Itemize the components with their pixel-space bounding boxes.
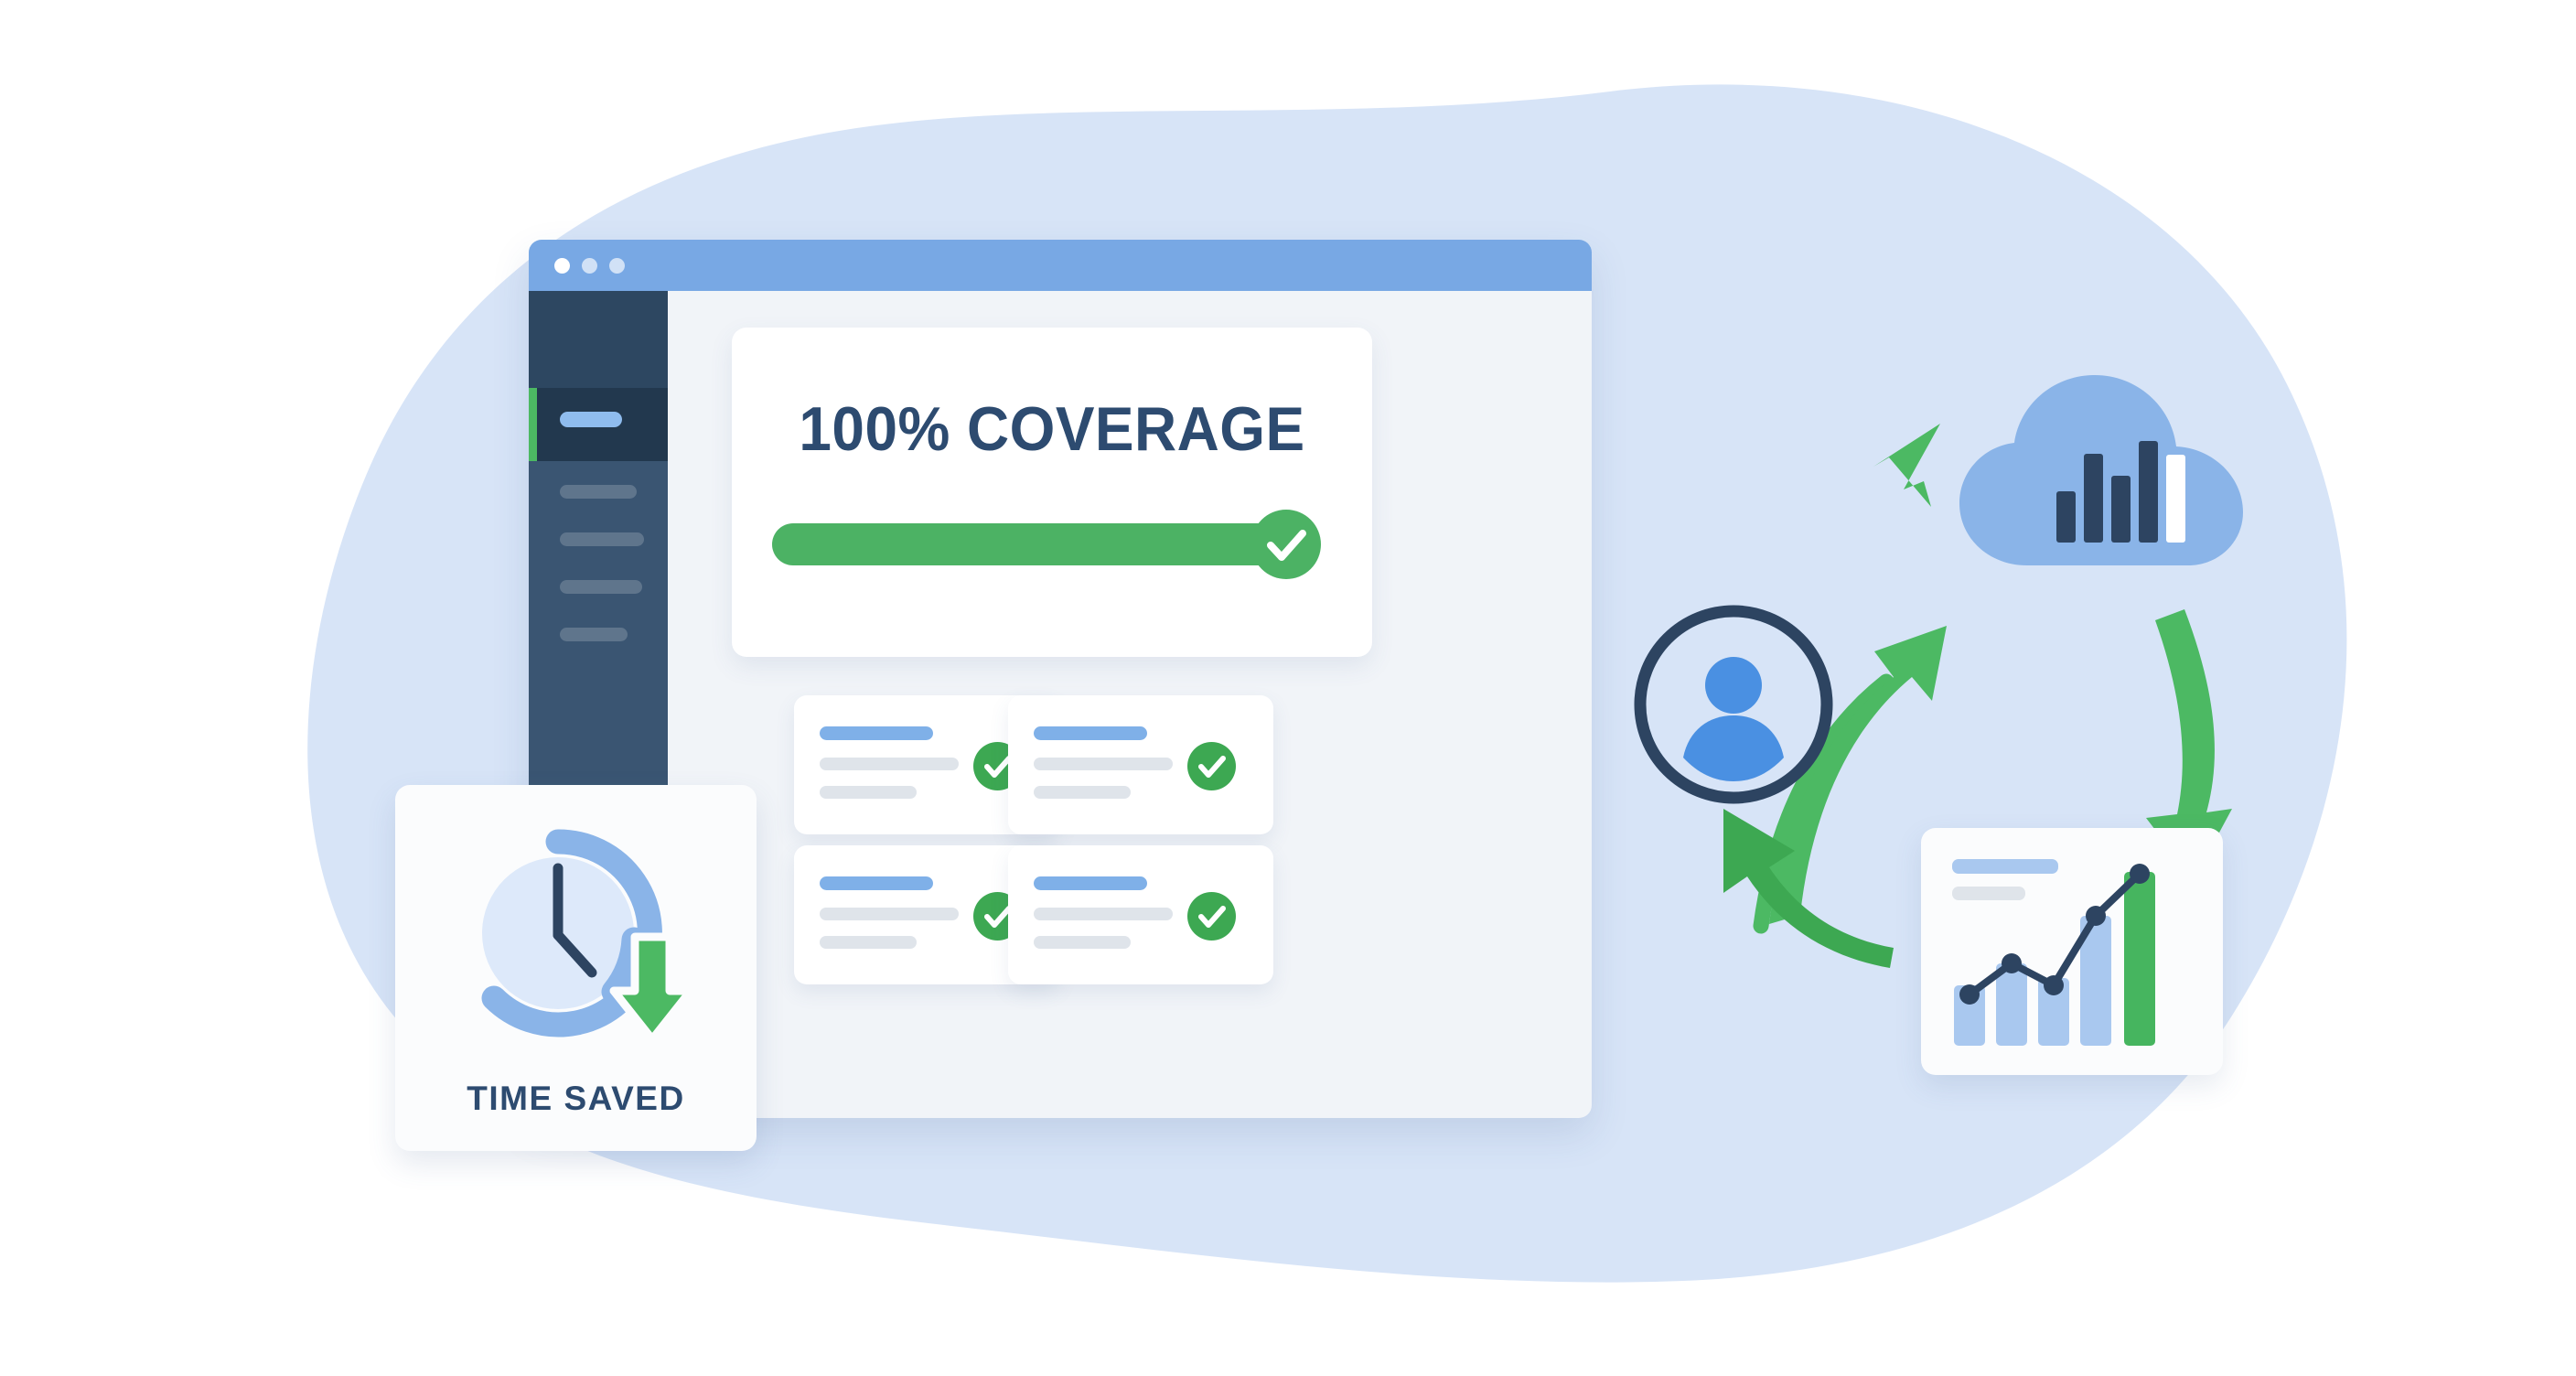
task-title-line <box>1034 726 1147 740</box>
arrow-down-icon <box>609 932 695 1044</box>
analytics-subtitle-line <box>1952 887 2025 900</box>
cloud-bar-chart-icon[interactable] <box>1948 366 2259 604</box>
coverage-dashboard-window[interactable]: 100% COVERAGE <box>529 240 1592 1118</box>
close-button[interactable] <box>554 258 570 274</box>
coverage-progress-bar[interactable] <box>772 523 1295 565</box>
check-circle-icon <box>1198 906 1226 928</box>
user-avatar-icon[interactable] <box>1628 599 1839 810</box>
task-detail-line <box>1034 936 1131 949</box>
time-saved-card: TIME SAVED <box>395 785 757 1151</box>
sidebar-item-2[interactable] <box>560 532 644 546</box>
check-circle-icon <box>984 756 1012 778</box>
check-icon <box>1267 530 1306 561</box>
check-circle-icon <box>1198 756 1226 778</box>
task-detail-line <box>820 758 959 770</box>
task-title-line <box>1034 876 1147 890</box>
sidebar-item-0-label[interactable] <box>560 412 622 427</box>
check-circle-icon <box>984 906 1012 928</box>
analytics-trend-line <box>1959 864 2150 1005</box>
coverage-hero-card: 100% COVERAGE <box>732 328 1372 657</box>
sidebar-item-3[interactable] <box>560 580 642 594</box>
progress-complete-badge <box>1251 510 1321 579</box>
task-detail-line <box>1034 908 1173 920</box>
sidebar-item-4[interactable] <box>560 628 628 641</box>
sidebar <box>529 291 668 789</box>
maximize-button[interactable] <box>609 258 625 274</box>
task-detail-line <box>1034 786 1131 799</box>
analytics-title-line <box>1952 859 2058 874</box>
task-card[interactable] <box>1008 695 1273 834</box>
analytics-card[interactable] <box>1921 828 2223 1075</box>
cloud-bars <box>2056 441 2185 543</box>
analytics-bars <box>1954 872 2155 1046</box>
sidebar-active-accent-bar <box>529 388 537 461</box>
task-detail-line <box>820 786 917 799</box>
task-title-line <box>820 726 933 740</box>
task-detail-line <box>1034 758 1173 770</box>
minimize-button[interactable] <box>582 258 597 274</box>
arrow-analytics-to-user <box>1723 809 1894 968</box>
task-title-line <box>820 876 933 890</box>
sidebar-item-1[interactable] <box>560 485 637 499</box>
task-detail-line <box>820 908 959 920</box>
time-saved-label: TIME SAVED <box>467 1080 685 1117</box>
sidebar-header <box>529 291 668 388</box>
analytics-chart <box>1954 864 2155 1046</box>
task-status-badge <box>1187 892 1236 941</box>
window-titlebar <box>529 240 1592 291</box>
task-detail-line <box>820 936 917 949</box>
task-card[interactable] <box>1008 845 1273 984</box>
page-title: 100% COVERAGE <box>799 394 1305 464</box>
task-status-badge <box>1187 742 1236 790</box>
clock-icon <box>481 829 695 1044</box>
